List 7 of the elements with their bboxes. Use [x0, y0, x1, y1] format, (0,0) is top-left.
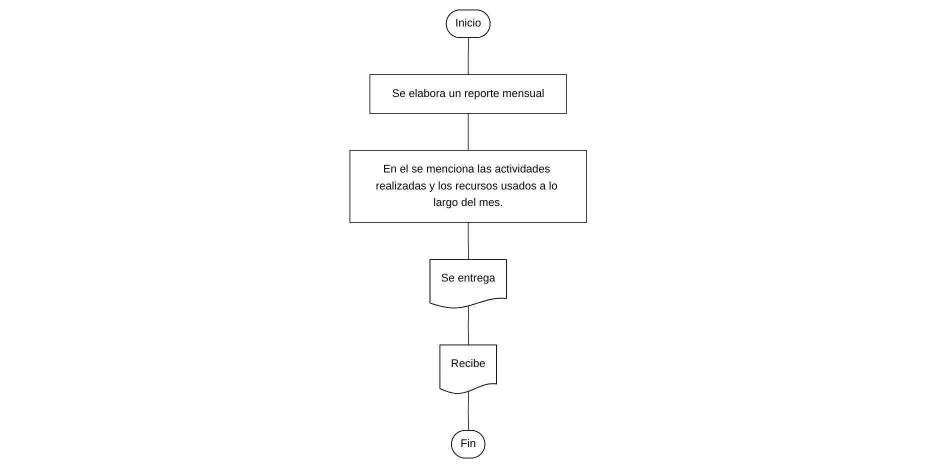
connector — [468, 306, 470, 346]
connector — [468, 391, 470, 432]
connector — [468, 113, 469, 151]
connector — [468, 38, 470, 75]
connector — [468, 222, 470, 260]
node-box: Se elabora un reporte mensual — [370, 74, 568, 114]
node-box: En el se menciona las actividades realizadas y los recursos usados a lo largo del mes. — [350, 150, 588, 223]
